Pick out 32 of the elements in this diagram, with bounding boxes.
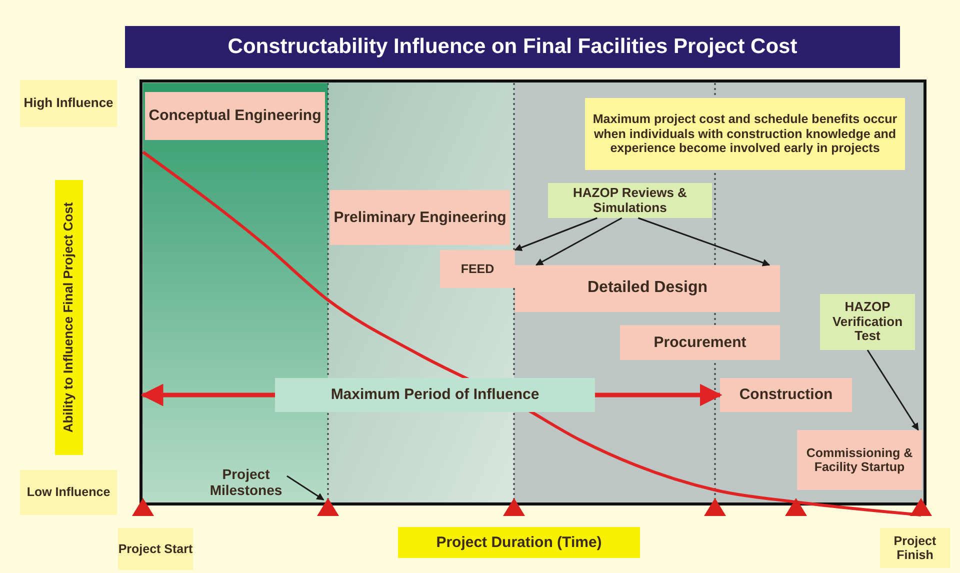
phase-box: Preliminary Engineering [330, 190, 510, 245]
phase-box: Construction [720, 378, 852, 412]
axis-label: Low Influence [20, 470, 117, 515]
arrow [866, 350, 919, 431]
arrow [286, 475, 324, 500]
axis-label: Project Finish [880, 528, 950, 568]
axis-label: High Influence [20, 80, 117, 127]
arrow [514, 217, 598, 252]
phase-box: FEED [440, 250, 515, 288]
milestone-triangle [704, 498, 726, 516]
period-arrow [140, 384, 275, 406]
arrow [536, 217, 622, 266]
period-arrow [595, 384, 722, 406]
hazop-box: HAZOP Verification Test [820, 294, 915, 350]
period-label: Maximum Period of Influence [275, 378, 595, 412]
phase-box: Commissioning & Facility Startup [797, 430, 922, 490]
milestone-triangle [317, 498, 339, 516]
axis-title: Project Duration (Time) [398, 527, 640, 558]
callout-text: Project Milestones [205, 462, 287, 502]
phase-box: Conceptual Engineering [145, 92, 325, 140]
hazop-box: HAZOP Reviews & Simulations [548, 183, 712, 218]
axis-label: Project Start [118, 528, 193, 570]
milestone-triangle [910, 498, 932, 516]
note-box: Maximum project cost and schedule benefits occur when individuals with construction knowledge and experience become involved early in projects [585, 98, 905, 170]
milestone-triangle [132, 498, 154, 516]
title-banner: Constructability Influence on Final Facilities Project Cost [125, 26, 900, 68]
arrow [638, 217, 770, 266]
axis-title: Ability to Influence Final Project Cost [55, 180, 83, 455]
milestone-triangle [503, 498, 525, 516]
phase-box: Detailed Design [515, 265, 780, 312]
milestone-triangle [785, 498, 807, 516]
phase-box: Procurement [620, 325, 780, 360]
